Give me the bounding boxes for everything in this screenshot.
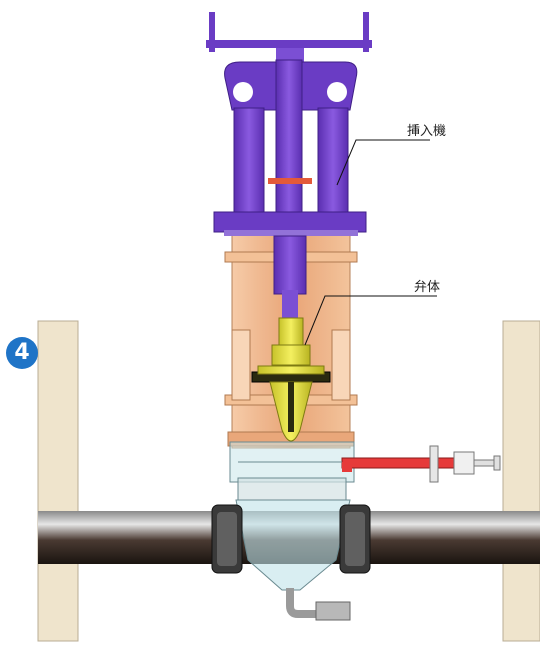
pit-wall-left <box>37 320 79 642</box>
valve-body-part <box>251 317 331 442</box>
label-inserter: 挿入機 <box>407 124 447 139</box>
leader-valve <box>304 295 437 346</box>
leader-inserter <box>336 139 430 186</box>
inserter-machine <box>206 12 372 320</box>
lower-housing <box>211 441 371 621</box>
pit-walls <box>37 320 540 642</box>
side-actuator <box>238 445 501 483</box>
pit-wall-right <box>502 320 540 642</box>
label-valve-body: 弁体 <box>414 280 441 295</box>
step-number-badge: 4 <box>6 337 38 369</box>
leader-lines <box>304 139 437 346</box>
